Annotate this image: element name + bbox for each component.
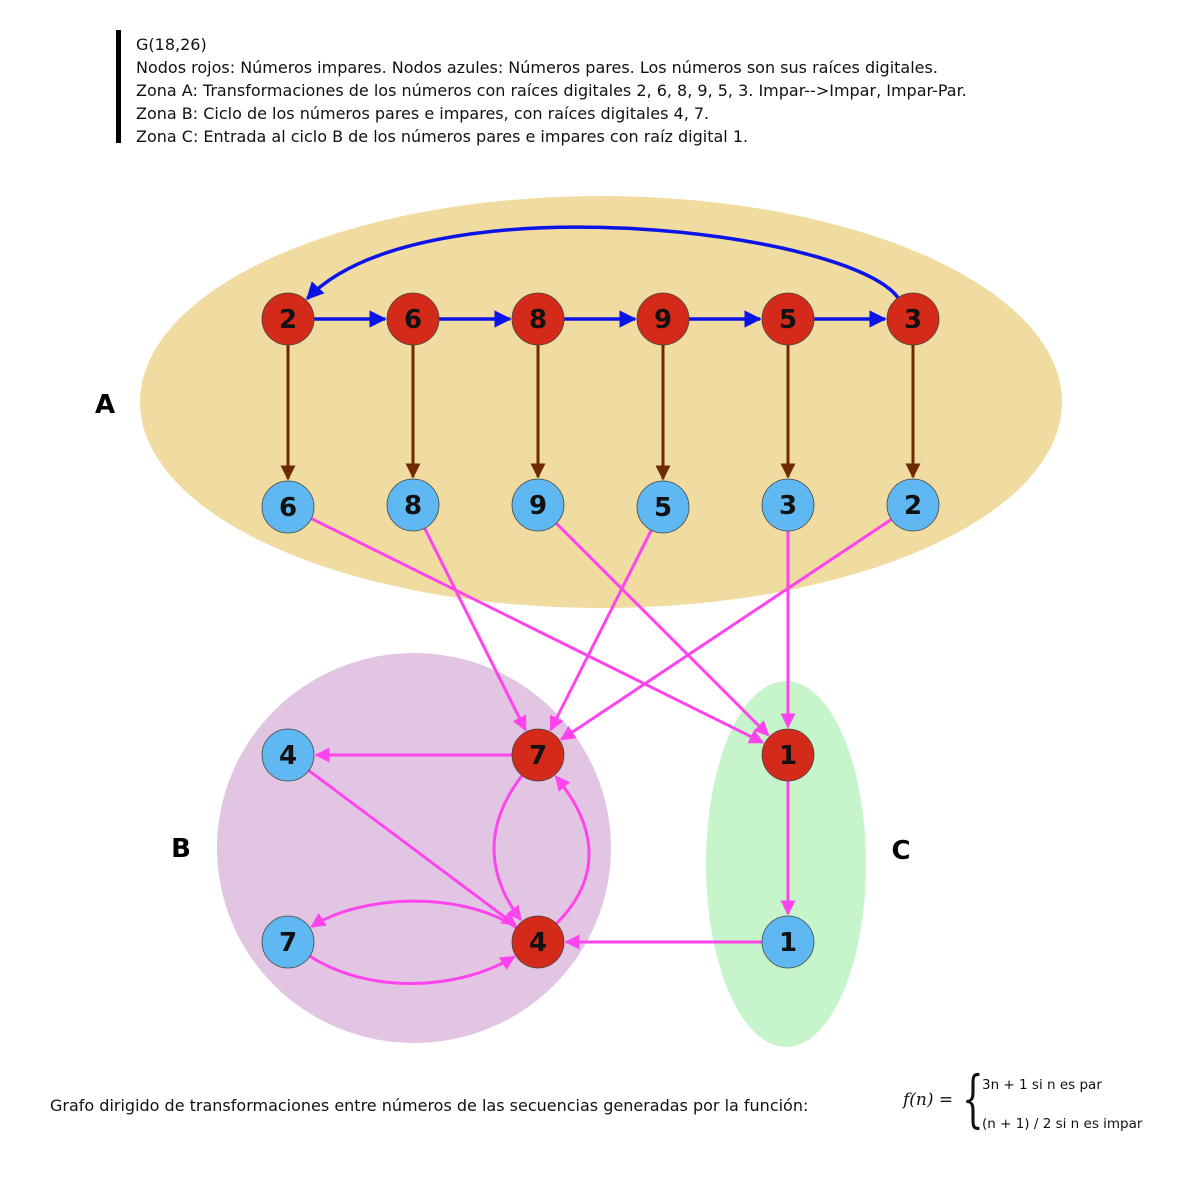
zone-c-label: C <box>891 836 910 866</box>
edge-r7-to-r4 <box>492 774 524 922</box>
node-r8-circle <box>511 292 565 346</box>
node-r4-label: 4 <box>529 928 547 958</box>
zone-b-label: B <box>171 834 191 864</box>
node-r3: 3 <box>886 292 940 346</box>
node-r5: 5 <box>761 292 815 346</box>
node-b3-circle <box>761 478 815 532</box>
node-b4-label: 4 <box>279 741 297 771</box>
node-r8: 8 <box>511 292 565 346</box>
nodes-layer: 2 6 8 9 5 3 6 8 9 5 3 2 4 7 1 7 4 1 <box>261 292 940 969</box>
header-accent-bar <box>116 30 121 143</box>
node-r4: 4 <box>511 915 565 969</box>
node-b1: 1 <box>761 915 815 969</box>
edge-r3-to-r2 <box>306 225 900 300</box>
edge-b4-to-r4 <box>307 769 517 927</box>
node-b5-label: 5 <box>654 493 672 523</box>
edge-b2-to-r7 <box>560 518 893 741</box>
node-r9: 9 <box>636 292 690 346</box>
edge-r4-to-b7 <box>310 899 518 929</box>
edge-b9-to-r1 <box>555 522 770 737</box>
node-r6-circle <box>386 292 440 346</box>
node-r4-circle <box>511 915 565 969</box>
formula-lhs: f(n) = <box>903 1090 954 1110</box>
node-r3-circle <box>886 292 940 346</box>
legend-line-zone-b: Zona B: Ciclo de los números pares e imp… <box>136 104 710 123</box>
edge-b5-to-r7 <box>549 529 653 732</box>
node-b9-circle <box>511 478 565 532</box>
node-b9-label: 9 <box>529 491 547 521</box>
edges-layer <box>280 225 921 985</box>
edge-b8-to-r7 <box>423 527 527 732</box>
node-b8-circle <box>386 478 440 532</box>
node-b3: 3 <box>761 478 815 532</box>
legend-line-nodes: Nodos rojos: Números impares. Nodos azul… <box>136 58 938 77</box>
node-b9: 9 <box>511 478 565 532</box>
node-b5-circle <box>636 480 690 534</box>
node-r1-label: 1 <box>779 741 797 771</box>
edge-r4-to-r7 <box>554 775 591 925</box>
formula-brace: { <box>962 1062 984 1135</box>
node-r8-label: 8 <box>529 305 547 335</box>
node-r6-label: 6 <box>404 305 422 335</box>
node-b6: 6 <box>261 480 315 534</box>
zone-c-region <box>706 681 866 1047</box>
node-b2-label: 2 <box>904 491 922 521</box>
node-b5: 5 <box>636 480 690 534</box>
node-r6: 6 <box>386 292 440 346</box>
header-legend: G(18,26) Nodos rojos: Números impares. N… <box>136 33 967 148</box>
node-b8-label: 8 <box>404 491 422 521</box>
node-b2: 2 <box>886 478 940 532</box>
node-b1-label: 1 <box>779 928 797 958</box>
node-b7: 7 <box>261 915 315 969</box>
node-r9-label: 9 <box>654 305 672 335</box>
node-b7-label: 7 <box>279 928 297 958</box>
node-r2: 2 <box>261 292 315 346</box>
node-r7-label: 7 <box>529 741 547 771</box>
node-b6-label: 6 <box>279 493 297 523</box>
zone-a-label: A <box>95 390 115 420</box>
zone-a-region <box>140 196 1062 608</box>
node-b7-circle <box>261 915 315 969</box>
footer-caption: Grafo dirigido de transformaciones entre… <box>50 1096 809 1115</box>
node-r5-label: 5 <box>779 305 797 335</box>
node-b8: 8 <box>386 478 440 532</box>
node-r7-circle <box>511 728 565 782</box>
edge-b6-to-r1 <box>310 517 765 744</box>
graph-title: G(18,26) <box>136 35 207 54</box>
formula-case-even: 3n + 1 si n es par <box>982 1077 1102 1093</box>
node-r5-circle <box>761 292 815 346</box>
node-r3-label: 3 <box>904 305 922 335</box>
formula-case-odd: (n + 1) / 2 si n es impar <box>982 1116 1143 1132</box>
node-b4: 4 <box>261 728 315 782</box>
node-b3-label: 3 <box>779 491 797 521</box>
legend-line-zone-a: Zona A: Transformaciones de los números … <box>136 81 967 100</box>
node-r1: 1 <box>761 728 815 782</box>
node-r2-label: 2 <box>279 305 297 335</box>
node-b4-circle <box>261 728 315 782</box>
node-b1-circle <box>761 915 815 969</box>
node-b2-circle <box>886 478 940 532</box>
node-r2-circle <box>261 292 315 346</box>
edge-b7-to-r4 <box>309 954 516 985</box>
node-r7: 7 <box>511 728 565 782</box>
legend-line-zone-c: Zona C: Entrada al ciclo B de los número… <box>136 127 749 146</box>
node-r1-circle <box>761 728 815 782</box>
node-b6-circle <box>261 480 315 534</box>
node-r9-circle <box>636 292 690 346</box>
